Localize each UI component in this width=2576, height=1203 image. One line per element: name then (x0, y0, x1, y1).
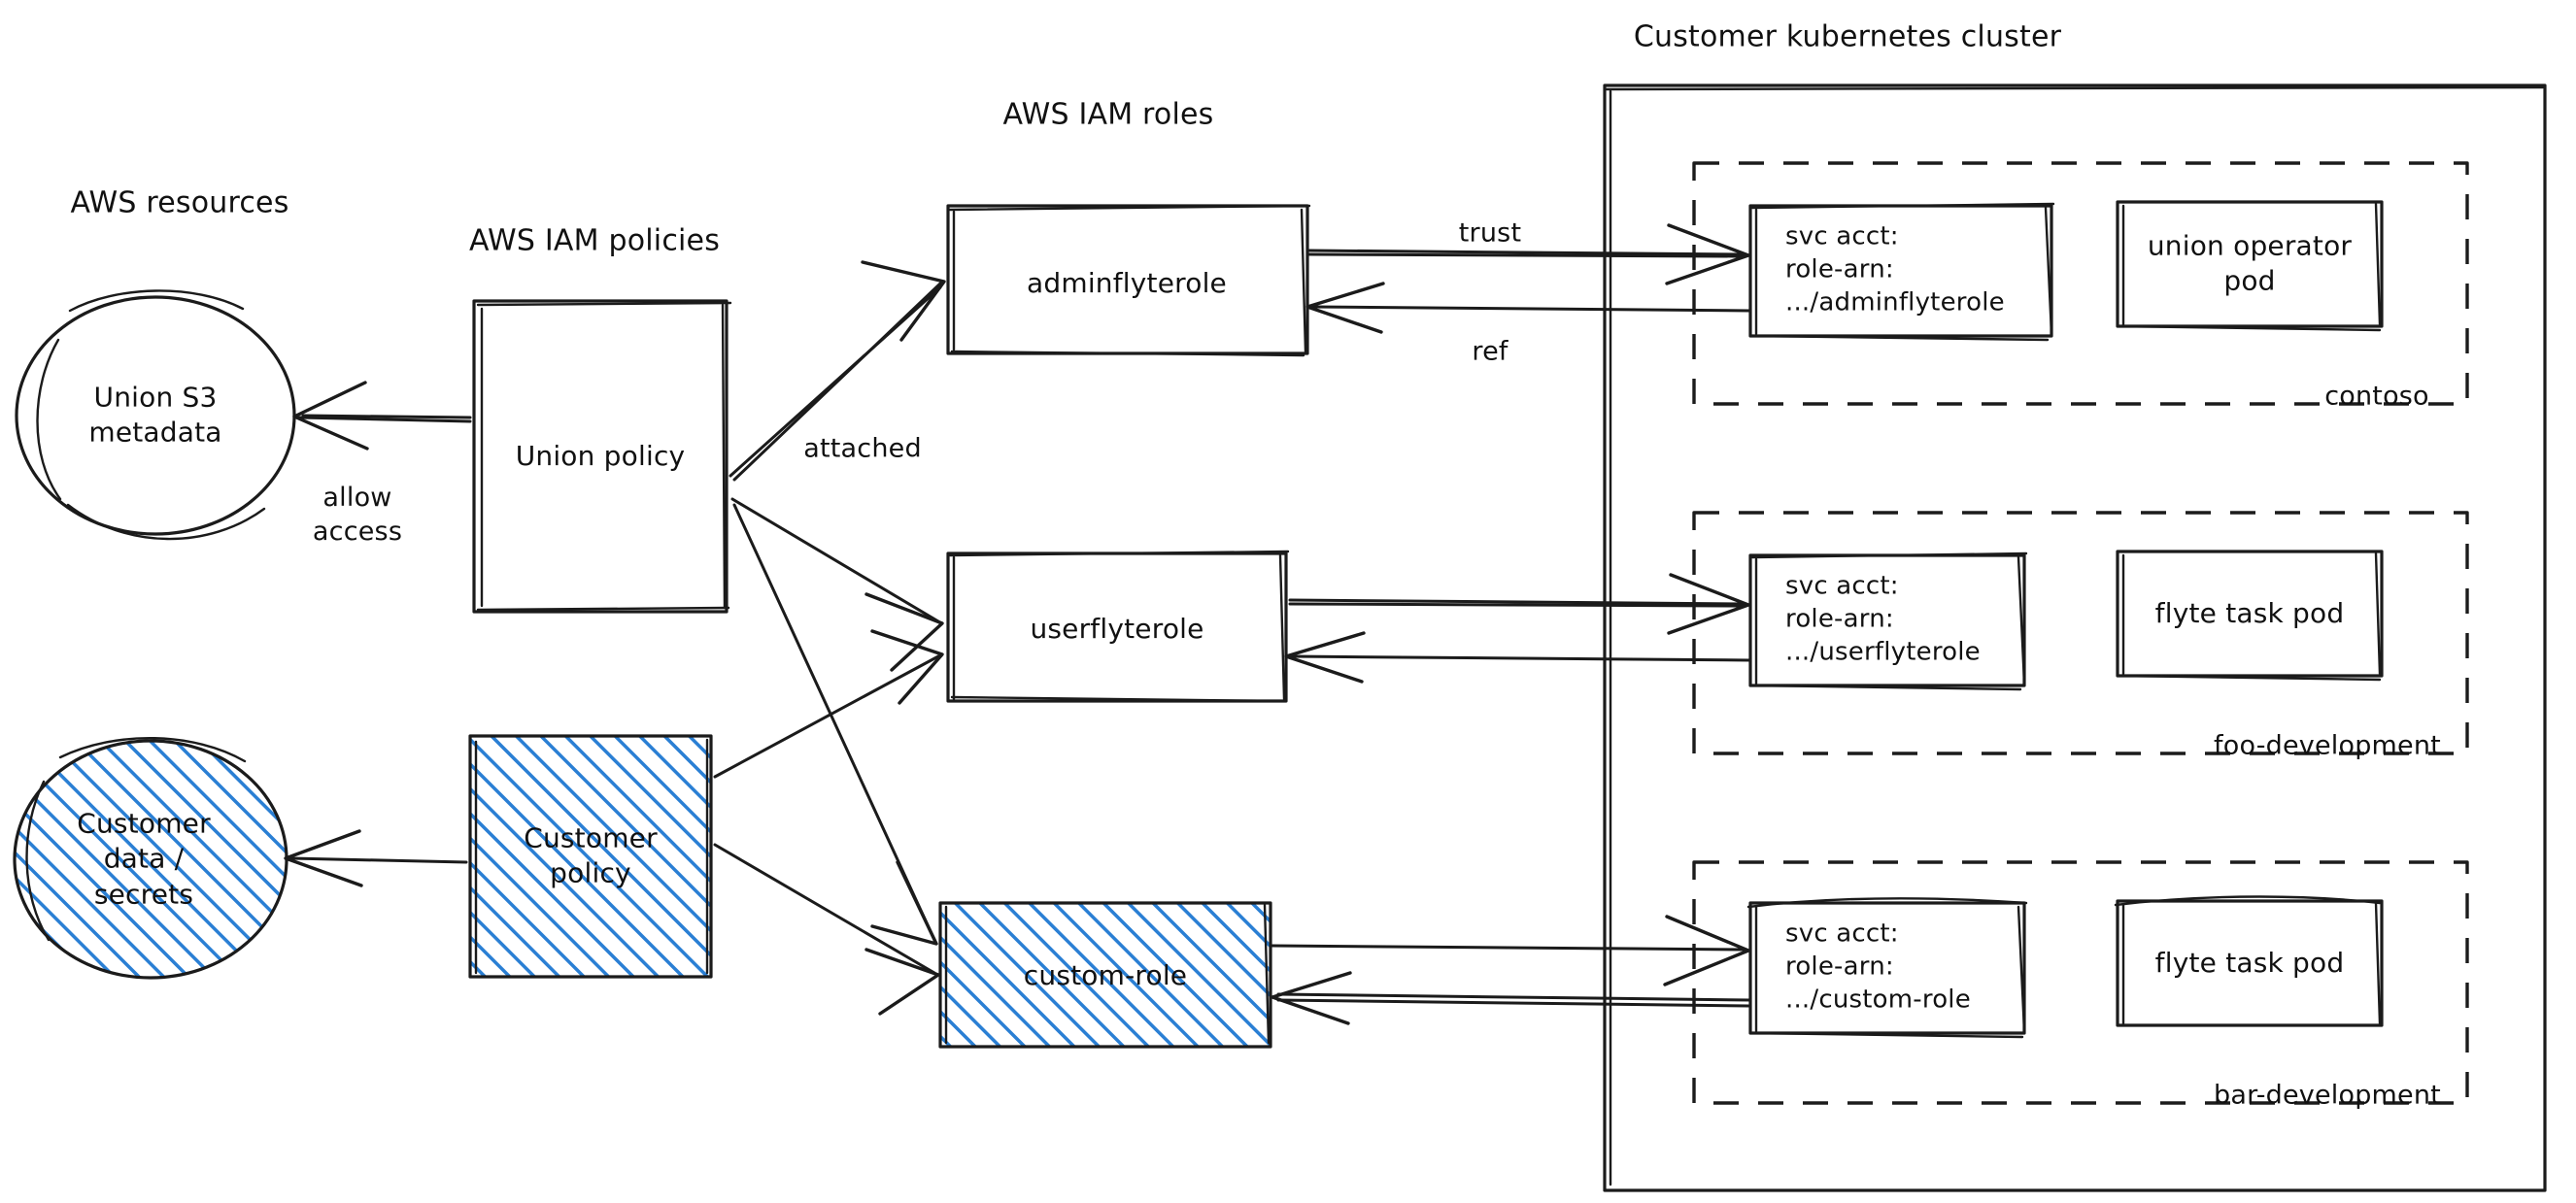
svc-acct-userflyterole-shape (1748, 551, 2028, 691)
union-policy-shape (472, 299, 732, 614)
union-s3-metadata-shape (15, 289, 296, 541)
adminflyterole-shape (946, 204, 1311, 357)
arrow-adminflyterole-trust (1307, 223, 1750, 285)
svc-acct-adminflyterole-shape (1748, 202, 2055, 342)
arrow-union-policy-to-userflyterole (730, 497, 944, 672)
union-operator-pod-shape (2116, 200, 2384, 332)
custom-role-shape (938, 901, 1272, 1049)
arrow-customer-policy-to-data (284, 829, 468, 887)
arrow-userflyterole-trust (1288, 573, 1750, 635)
arrow-union-policy-to-adminflyterole (729, 260, 946, 482)
flyte-task-pod-bar-shape (2114, 895, 2384, 1027)
namespace-contoso-border (1692, 161, 2469, 406)
arrow-customer-policy-to-userflyterole (713, 629, 944, 779)
arrow-custom-role-ref (1271, 971, 1752, 1025)
flyte-task-pod-foo-shape (2116, 550, 2384, 682)
arrow-custom-role-trust (1271, 915, 1750, 986)
arrow-union-policy-to-custom-role (732, 503, 938, 946)
arrow-userflyterole-ref (1284, 631, 1752, 684)
customer-data-secrets-shape (13, 736, 288, 980)
arrow-union-policy-to-s3 (292, 381, 472, 451)
userflyterole-shape (946, 550, 1290, 703)
arrow-customer-policy-to-custom-role (713, 843, 940, 1016)
svc-acct-custom-role-shape (1746, 897, 2028, 1039)
customer-policy-shape (468, 734, 713, 979)
kubernetes-cluster-border (1603, 84, 2547, 1192)
namespace-foo-development-border (1692, 511, 2469, 755)
arrow-adminflyterole-ref (1305, 282, 1752, 334)
namespace-bar-development-border (1692, 860, 2469, 1105)
